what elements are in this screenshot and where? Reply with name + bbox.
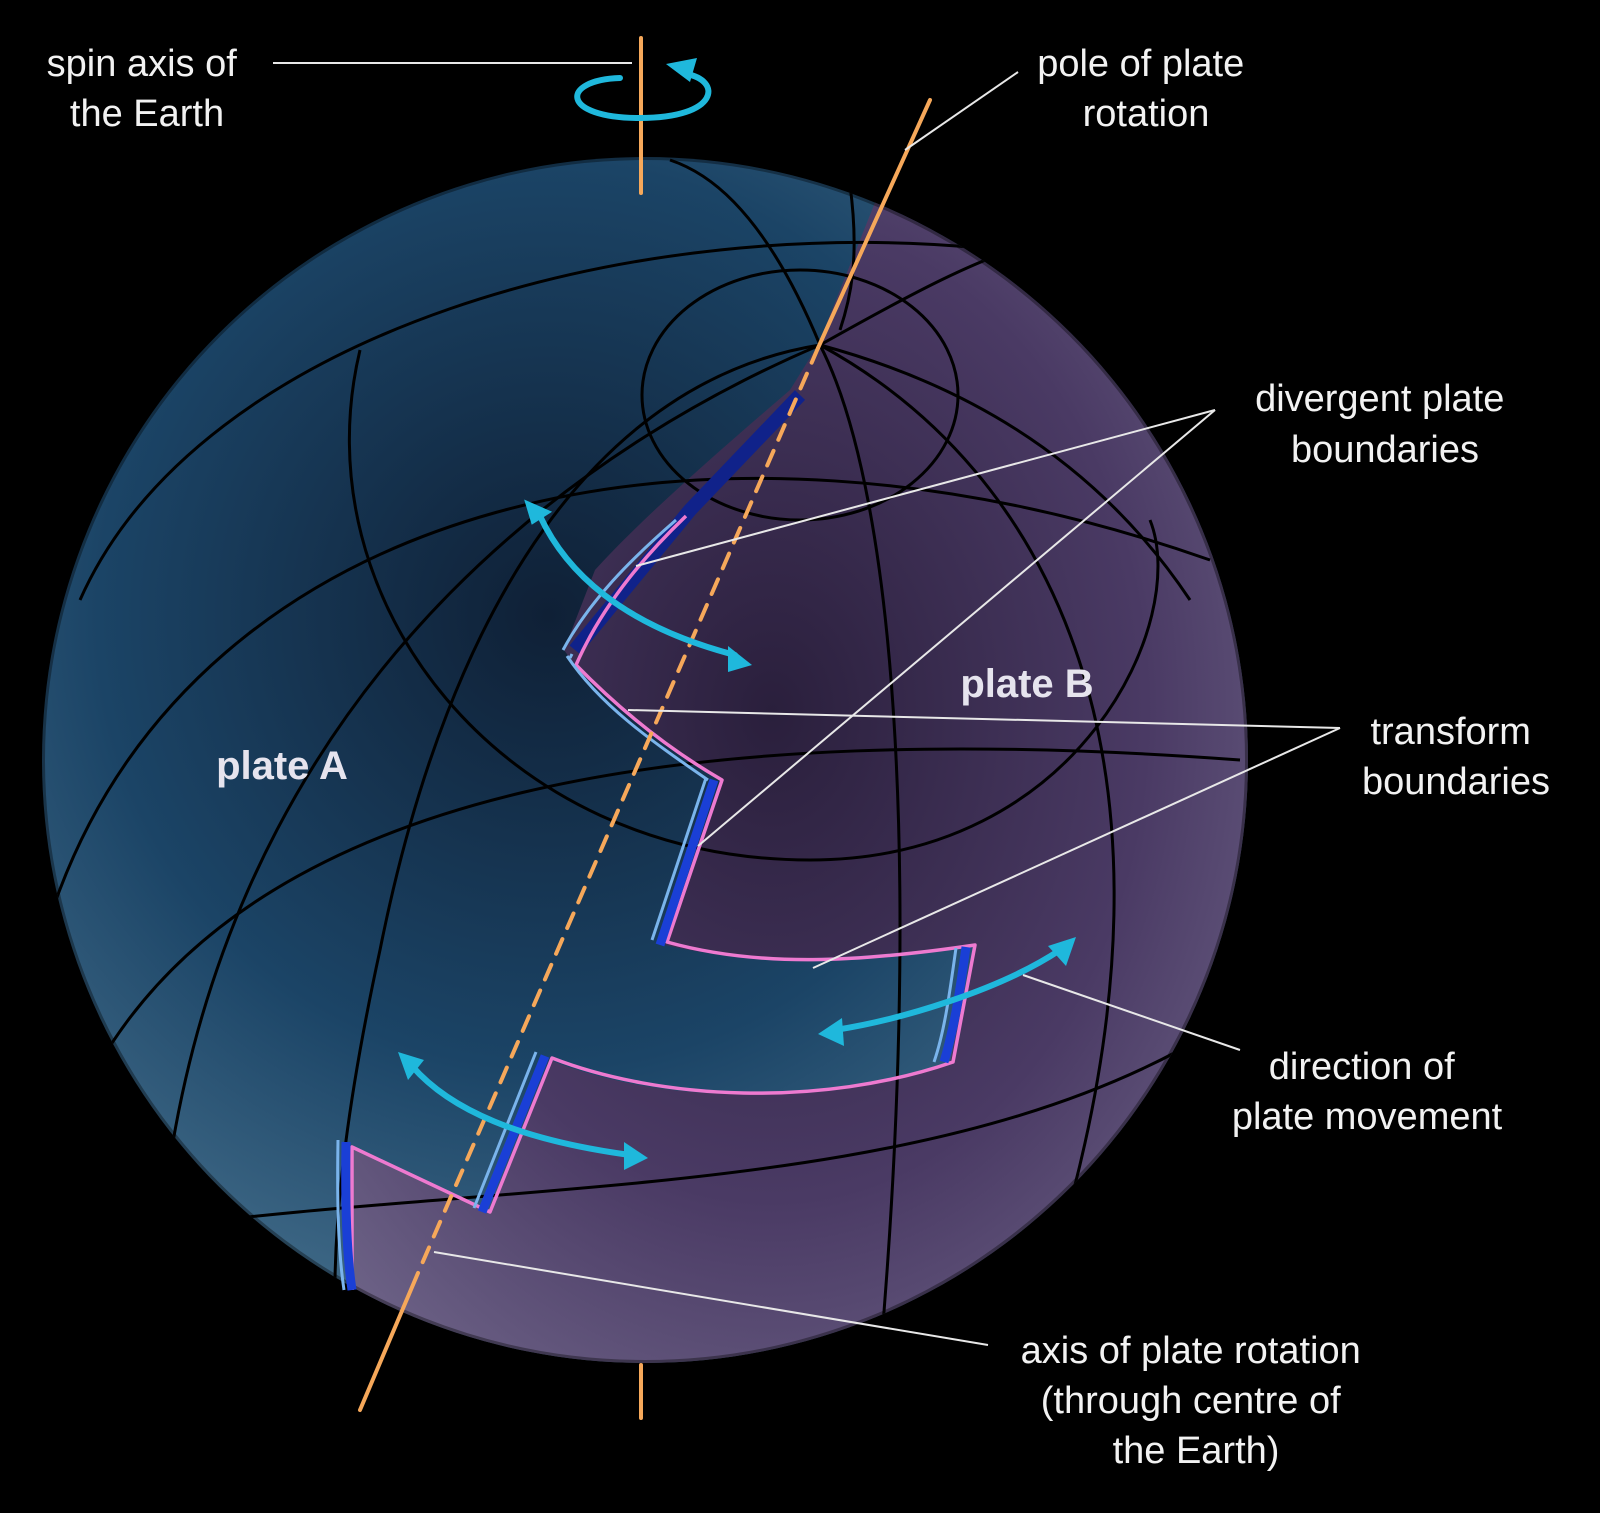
label-plate-b: plate B <box>960 662 1093 706</box>
movement-arrows <box>398 499 1076 1170</box>
plate-rotation-axis-lower <box>358 1271 420 1412</box>
label-plate-a: plate A <box>216 744 348 788</box>
label-spin-axis: spin axis of the Earth <box>47 43 248 135</box>
label-pole-of-rotation: pole of plate rotation <box>1037 43 1255 135</box>
leader-lines <box>273 62 1341 1346</box>
label-direction: direction of plate movement <box>1232 1046 1503 1138</box>
transform-boundary-1 <box>350 514 977 1290</box>
label-axis-rotation: axis of plate rotation (through centre o… <box>1021 1330 1372 1472</box>
divergent-boundary-2 <box>655 778 719 947</box>
plate-b-region <box>340 157 1248 1363</box>
divergent-boundary-1-edge <box>561 518 677 651</box>
spin-rotation-icon <box>574 58 712 122</box>
divergent-boundary-4 <box>477 1054 550 1214</box>
label-transform: transform boundaries <box>1362 711 1550 803</box>
annotation-labels: spin axis of the Earth pole of plate rot… <box>47 43 1550 1472</box>
divergent-boundary-3 <box>939 946 971 1064</box>
label-divergent: divergent plate boundaries <box>1255 378 1515 471</box>
plate-rotation-axis-upper <box>816 98 932 350</box>
divergent-boundary-5 <box>341 1141 357 1291</box>
